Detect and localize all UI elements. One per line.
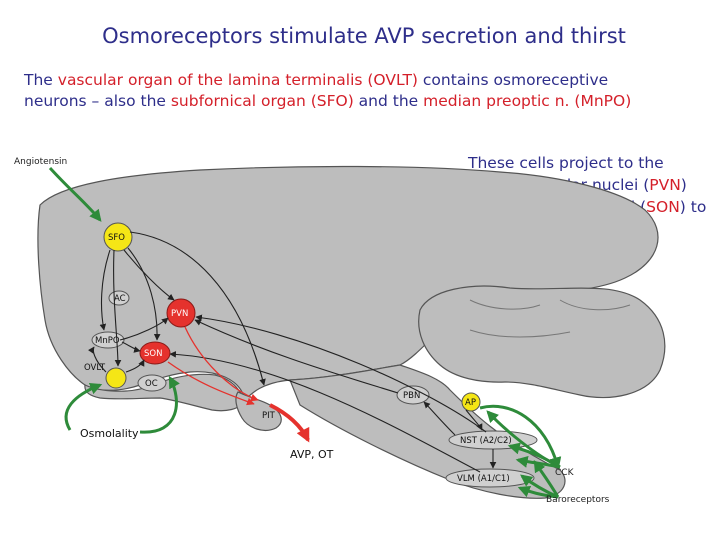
pit-label: PIT: [262, 411, 276, 421]
ac-label: AC: [114, 294, 126, 304]
pvn-label: PVN: [171, 309, 188, 319]
cck-label: CCK: [555, 468, 575, 478]
input-arrows: [48, 166, 562, 499]
intro-ovlt: vascular organ of the lamina terminalis …: [57, 71, 418, 89]
ovlt-label: OVLT: [84, 363, 106, 373]
sfo-node: [103, 222, 133, 252]
baroreceptors-label: Baroreceptors: [546, 495, 610, 505]
pbn-node: [396, 385, 430, 405]
side-son: SON: [646, 198, 680, 216]
oc-node: [137, 374, 167, 392]
avp-pathway: [167, 326, 259, 406]
vlm-node: [445, 468, 535, 488]
intro-sfo: subfornical organ (SFO): [170, 92, 354, 110]
intro-part-3: and the: [353, 92, 424, 110]
sfo-label: SFO: [108, 233, 125, 243]
ovlt-node: [105, 367, 127, 389]
intro-part-2: contains osmoreceptive neurons – also th…: [24, 71, 609, 110]
ap-node: [461, 392, 481, 412]
neural-connections: [87, 231, 497, 473]
angiotensin-label: Angiotensin: [14, 157, 67, 167]
side-pvn: PVN: [649, 176, 681, 194]
son-label: SON: [144, 349, 162, 359]
avp-ot-label: AVP, OT: [290, 448, 334, 461]
mnpo-label: MnPO: [95, 336, 120, 346]
pbn-label: PBN: [403, 391, 420, 401]
pvn-node: [166, 298, 196, 328]
intro-text: The vascular organ of the lamina termina…: [24, 70, 664, 112]
ap-label: AP: [465, 398, 476, 408]
oc-label: OC: [145, 379, 158, 389]
avp-release-arrow: [269, 403, 310, 443]
cerebellum-folds: [469, 299, 631, 338]
page-title: Osmoreceptors stimulate AVP secretion an…: [102, 24, 626, 48]
vlm-label: VLM (A1/C1): [457, 474, 510, 484]
nst-label: NST (A2/C2): [460, 436, 512, 446]
intro-part-1: The: [24, 71, 58, 89]
osmolality-label: Osmolality: [80, 427, 139, 440]
cerebellum-shape: [418, 285, 666, 399]
intro-mnpo: median preoptic n. (MnPO): [423, 92, 632, 110]
